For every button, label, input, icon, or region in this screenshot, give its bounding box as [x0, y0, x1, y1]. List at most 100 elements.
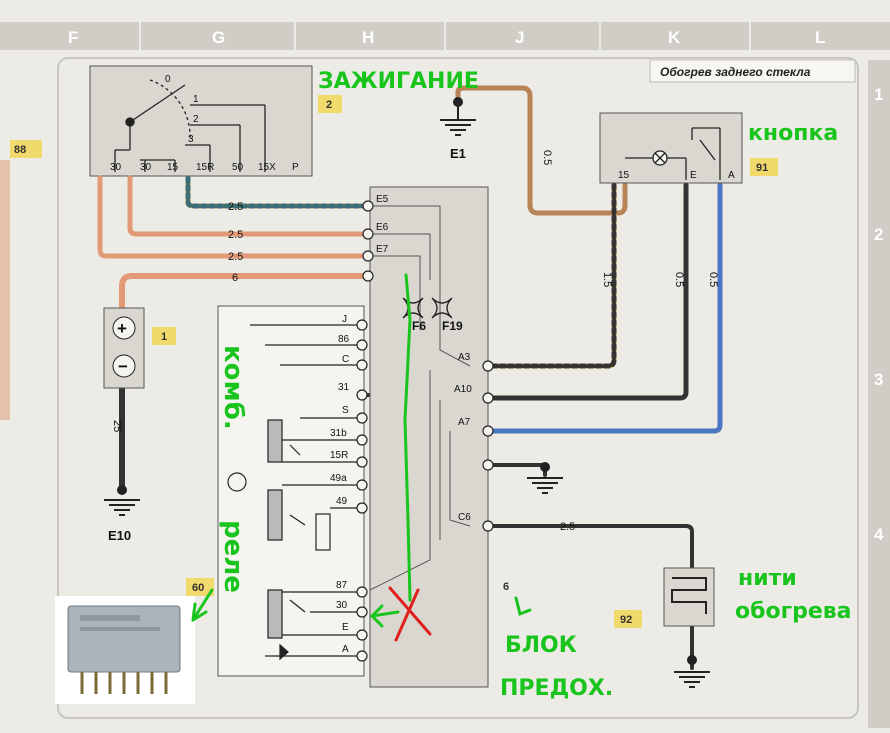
- wire-size-batt: 6: [232, 272, 238, 284]
- fusebox-pin-a7: A7: [458, 417, 471, 428]
- column-label-k: K: [668, 28, 681, 47]
- switch-pin-a: A: [728, 170, 735, 181]
- component-number-6: 6: [503, 581, 509, 593]
- fuse-f19: [431, 297, 453, 319]
- ground-fusebox-symbol: [527, 462, 563, 494]
- relay-pin-30: 30: [336, 600, 348, 611]
- fusebox-pin-e7: E7: [376, 244, 389, 255]
- row-label-2: 2: [874, 225, 883, 244]
- relay-pin-31: 31: [338, 382, 350, 393]
- diagram-title: Обогрев заднего стекла: [660, 65, 811, 79]
- wire-size-e7: 2.5: [228, 251, 243, 263]
- ground-e10-label: E10: [108, 528, 131, 543]
- wire-size-swA: 0.5: [707, 272, 719, 287]
- component-number-2: 2: [326, 99, 332, 111]
- wire-size-c6: 2.5: [560, 521, 575, 533]
- fuse-box-internal-lines: [369, 205, 471, 591]
- relay-pin-labels: J 86 C 31 S 31b 15R 49a 49 87 30 E A: [330, 314, 350, 655]
- combined-relay-box: [217, 305, 365, 677]
- row-label-3: 3: [874, 370, 883, 389]
- row-label-1: 1: [874, 85, 883, 104]
- relay-pin-49: 49: [336, 496, 348, 507]
- wire-size-sw15: 1.5: [601, 272, 613, 287]
- battery-minus: [112, 354, 136, 378]
- label-box-88: [10, 140, 42, 158]
- left-wire-remnant: [0, 160, 10, 420]
- row-band: [868, 60, 890, 728]
- annotation-button: кнопка: [748, 121, 838, 146]
- ign-pos-2: 2: [193, 114, 199, 125]
- red-x-mark: [388, 586, 432, 642]
- ign-pin-15r: 15R: [196, 162, 214, 173]
- ign-pin-30b: 30: [140, 162, 152, 173]
- relay-photo: [55, 596, 195, 704]
- ign-pos-3: 3: [188, 134, 194, 145]
- switch-internals: [625, 127, 721, 180]
- component-number-1: 1: [161, 331, 167, 343]
- label-box-2: [318, 95, 342, 113]
- relay-pin-circles: [356, 319, 368, 662]
- relay-pin-e: E: [342, 622, 349, 633]
- green-marker-strokes: [191, 273, 532, 628]
- ign-pin-15: 15: [167, 162, 179, 173]
- switch-pin-15: 15: [618, 170, 630, 181]
- wire-size-e6: 2.5: [228, 229, 243, 241]
- rear-defrost-switch-box: [599, 112, 743, 184]
- ignition-pin-labels: 30 30 15 15R 50 15X P: [110, 162, 299, 173]
- fusebox-right-pins: [482, 360, 494, 532]
- ign-pos-1: 1: [193, 94, 199, 105]
- fuse-label-f6: F6: [412, 319, 426, 333]
- relay-internals: [227, 324, 357, 661]
- wire-size-swE: 0.5: [673, 272, 685, 287]
- fuse-f6: [402, 297, 424, 319]
- battery-minus-symbol: −: [118, 357, 128, 376]
- fusebox-left-pins: [362, 200, 374, 282]
- ign-pin-50: 50: [232, 162, 244, 173]
- ign-pos-0: 0: [165, 74, 171, 85]
- relay-pin-49a: 49a: [330, 473, 347, 484]
- label-box-1: [152, 327, 176, 345]
- title-box: [649, 59, 856, 83]
- ign-pin-30a: 30: [110, 162, 122, 173]
- ground-e1-label: E1: [450, 146, 466, 161]
- fuse-label-f19: F19: [442, 319, 463, 333]
- ground-heater-symbol: [674, 655, 710, 688]
- row-label-4: 4: [874, 525, 884, 544]
- fuse-box: [369, 186, 489, 688]
- annotation-fuse-2: ПРЕДОХ.: [500, 676, 613, 701]
- battery-plus-symbol: +: [117, 319, 127, 338]
- annotation-heater-1: нити: [738, 566, 797, 591]
- column-label-f: F: [68, 28, 78, 47]
- component-number-91: 91: [756, 162, 768, 174]
- relay-pin-a: A: [342, 644, 349, 655]
- relay-pin-c: C: [342, 354, 349, 365]
- column-label-j: J: [515, 28, 524, 47]
- heater-grid: [671, 577, 707, 614]
- diagram-frame: [57, 57, 859, 719]
- wire-size-e10: 25: [111, 420, 123, 432]
- annotation-ignition: ЗАЖИГАНИЕ: [318, 69, 479, 94]
- ignition-switch-box: [89, 65, 313, 177]
- label-box-92: [614, 610, 642, 628]
- fusebox-pin-e6: E6: [376, 222, 389, 233]
- relay-pin-j: J: [342, 314, 347, 325]
- label-box-60: [186, 578, 214, 596]
- battery-plus: [112, 316, 136, 340]
- annotation-heater-2: обогрева: [735, 599, 852, 624]
- ign-pin-15x: 15X: [258, 162, 276, 173]
- column-label-l: L: [815, 28, 825, 47]
- relay-pin-s: S: [342, 405, 349, 416]
- annotation-relay-2: реле: [218, 520, 248, 593]
- relay-pin-31b: 31b: [330, 428, 347, 439]
- annotation-fuse-1: БЛОК: [505, 633, 577, 658]
- switch-pin-e: E: [690, 170, 697, 181]
- wire-size-e5: 2.5: [228, 201, 243, 213]
- ignition-switch-mechanism: [114, 79, 266, 172]
- fusebox-pin-e5: E5: [376, 194, 389, 205]
- ground-e10-symbol: [104, 485, 140, 516]
- relay-pin-87: 87: [336, 580, 348, 591]
- relay-pin-86: 86: [338, 334, 350, 345]
- fusebox-pin-c6: C6: [458, 512, 471, 523]
